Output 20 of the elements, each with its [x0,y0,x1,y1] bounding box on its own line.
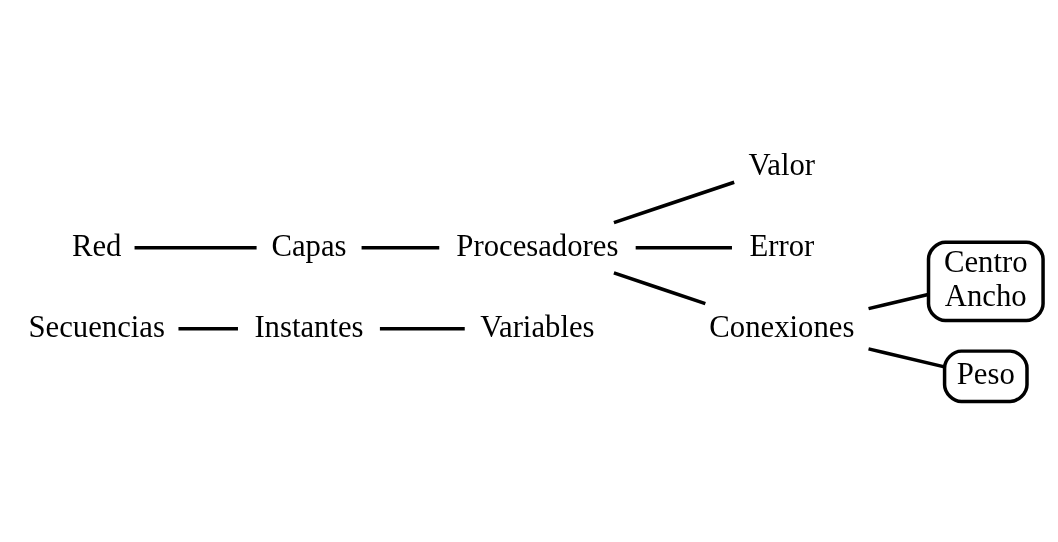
connector [134,245,257,249]
connector [868,292,929,310]
node-text: Instantes [254,309,364,344]
connector [379,326,465,330]
node-box: Peso [942,348,1029,403]
connector [868,346,945,368]
node-text: Valor [748,147,816,182]
node-text: Error [749,228,815,263]
connector [613,270,706,305]
connector [361,245,440,249]
node-text: Capas [271,228,347,263]
connector [178,326,238,330]
connector [613,180,735,224]
node-text: Variables [480,309,595,344]
node-text: Red [71,228,122,263]
connector [635,245,732,249]
node-text: Secuencias [28,309,165,344]
node-box: Centro Ancho [926,239,1045,322]
node-text: Procesadores [456,228,619,263]
node-text: Conexiones [709,309,855,344]
